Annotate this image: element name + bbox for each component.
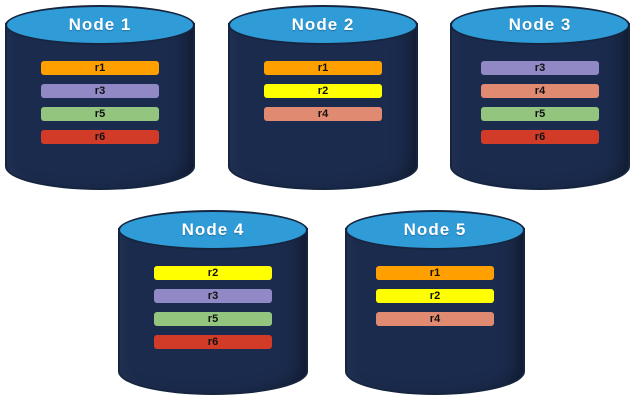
node-cylinder-1[interactable]: Node 1 r1 r3 r5 r6 xyxy=(5,5,195,190)
node-label-4: Node 4 xyxy=(181,220,245,239)
replica-item[interactable]: r2 xyxy=(154,266,272,280)
replica-item[interactable]: r6 xyxy=(41,130,159,144)
cylinder-top-5 xyxy=(345,210,525,250)
replica-item[interactable]: r3 xyxy=(481,61,599,75)
node-label-3: Node 3 xyxy=(508,15,572,34)
cylinder-top-3 xyxy=(450,5,630,45)
node-cylinder-4[interactable]: Node 4 r2 r3 r5 r6 xyxy=(118,210,308,395)
replica-item[interactable]: r5 xyxy=(481,107,599,121)
cylinder-top-2 xyxy=(228,5,418,45)
replica-item[interactable]: r1 xyxy=(264,61,382,75)
node-cylinder-2[interactable]: Node 2 r1 r2 r4 xyxy=(228,5,418,190)
replica-item[interactable]: r5 xyxy=(154,312,272,326)
replica-item[interactable]: r4 xyxy=(481,84,599,98)
cylinder-body-1 xyxy=(5,23,195,190)
cylinder-top-4 xyxy=(118,210,308,250)
replica-item[interactable]: r2 xyxy=(264,84,382,98)
cylinder-body-2 xyxy=(228,23,418,190)
replica-list-1: r1 r3 r5 r6 xyxy=(5,61,195,144)
replica-item[interactable]: r1 xyxy=(41,61,159,75)
replica-item[interactable]: r3 xyxy=(154,289,272,303)
node-cylinder-5[interactable]: Node 5 r1 r2 r4 xyxy=(345,210,525,395)
replica-list-3: r3 r4 r5 r6 xyxy=(450,61,630,144)
replica-item[interactable]: r3 xyxy=(41,84,159,98)
replica-item[interactable]: r4 xyxy=(264,107,382,121)
cylinder-body-4 xyxy=(118,228,308,395)
replica-list-2: r1 r2 r4 xyxy=(228,61,418,121)
node-label-5: Node 5 xyxy=(403,220,467,239)
replica-list-4: r2 r3 r5 r6 xyxy=(118,266,308,349)
replica-list-5: r1 r2 r4 xyxy=(345,266,525,326)
replica-item[interactable]: r2 xyxy=(376,289,494,303)
cylinder-body-3 xyxy=(450,23,630,190)
node-label-2: Node 2 xyxy=(291,15,355,34)
replica-item[interactable]: r6 xyxy=(154,335,272,349)
replica-item[interactable]: r5 xyxy=(41,107,159,121)
replica-item[interactable]: r1 xyxy=(376,266,494,280)
cylinder-top-1 xyxy=(5,5,195,45)
replica-item[interactable]: r4 xyxy=(376,312,494,326)
node-cylinder-3[interactable]: Node 3 r3 r4 r5 r6 xyxy=(450,5,630,190)
node-label-1: Node 1 xyxy=(68,15,132,34)
replica-item[interactable]: r6 xyxy=(481,130,599,144)
